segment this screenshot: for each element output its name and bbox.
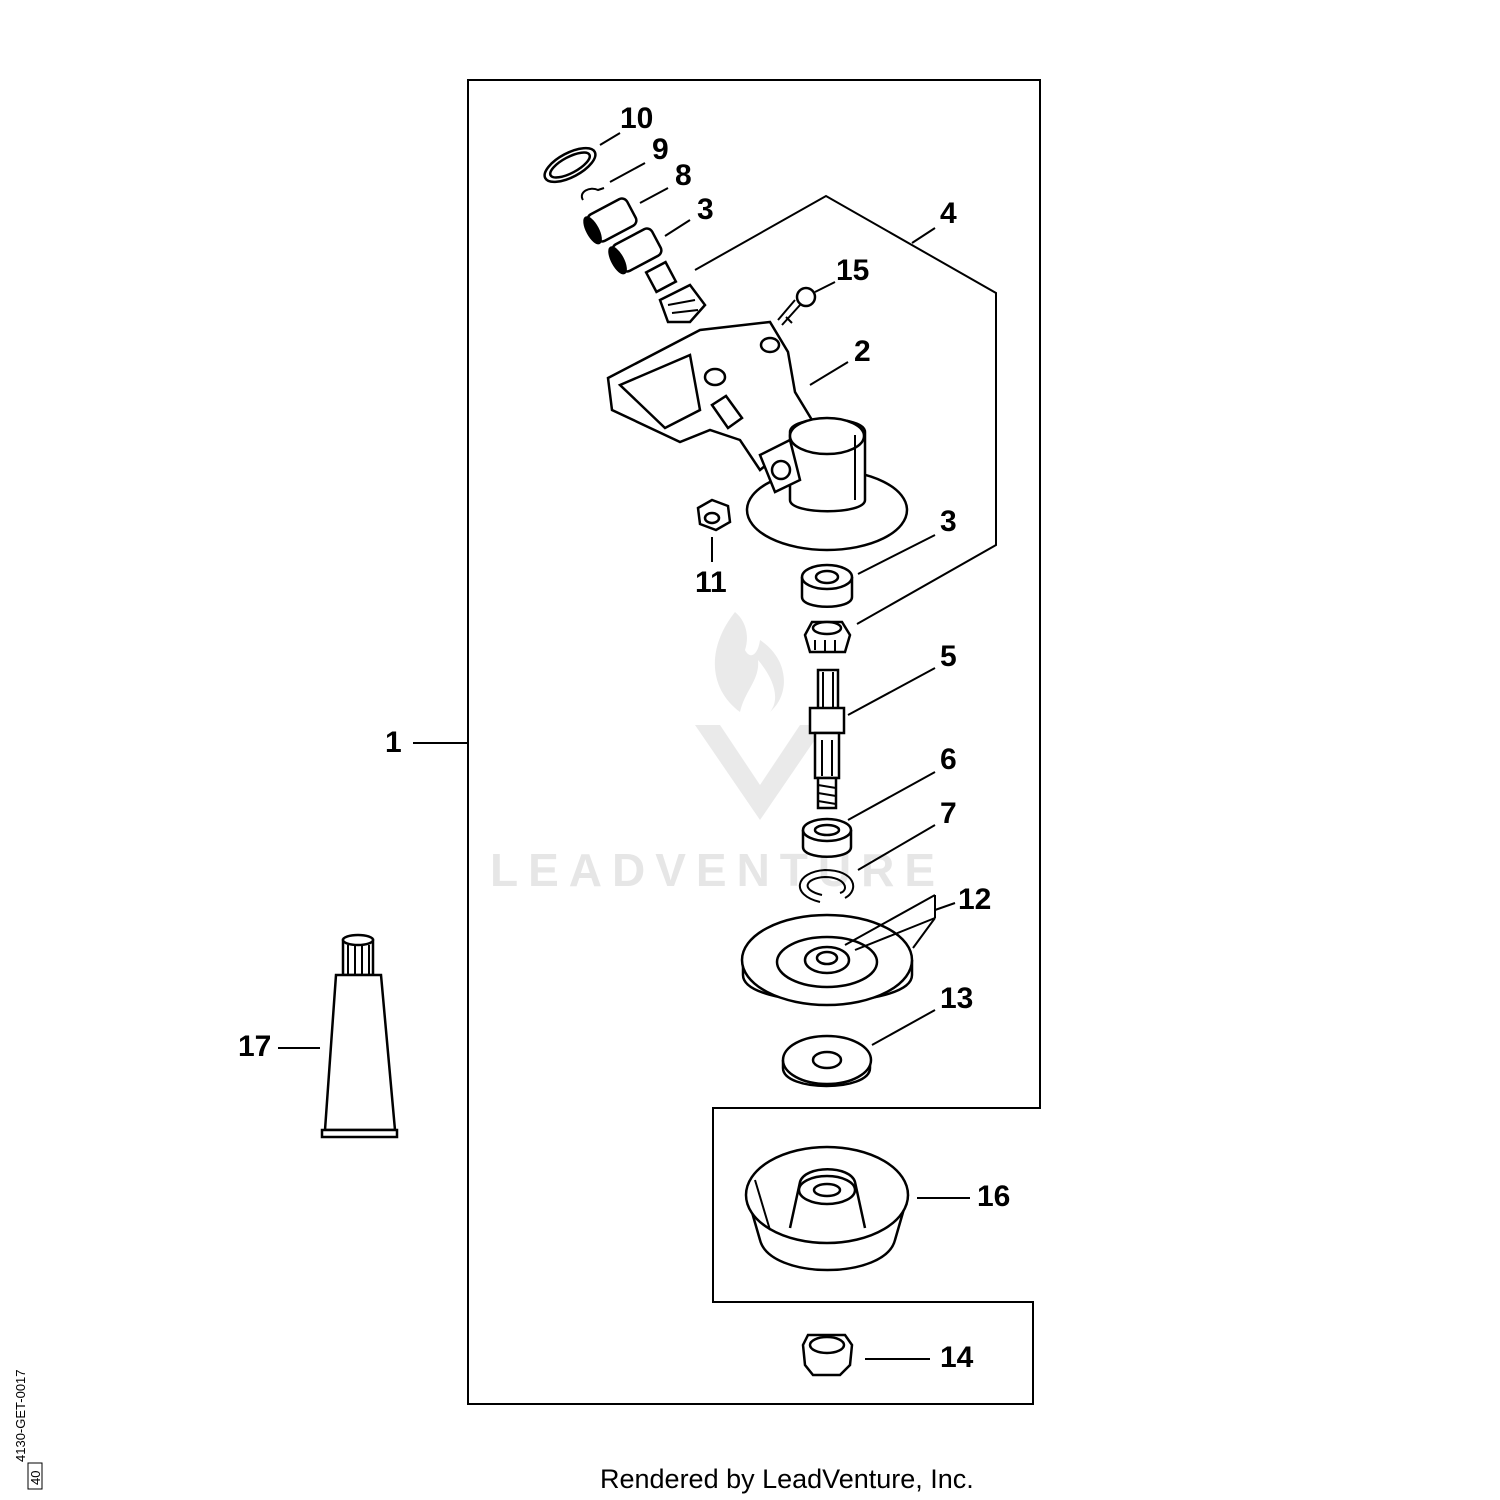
retaining-ring-top bbox=[543, 146, 597, 184]
callout-7: 7 bbox=[940, 797, 957, 830]
grease-tube bbox=[320, 933, 399, 1139]
callout-6: 6 bbox=[940, 743, 957, 776]
callout-13: 13 bbox=[940, 982, 973, 1015]
callout-11: 11 bbox=[695, 566, 727, 599]
watermark-logo bbox=[695, 612, 825, 820]
callout-14: 14 bbox=[940, 1341, 974, 1374]
screw bbox=[777, 286, 817, 326]
retaining-ring-bottom bbox=[799, 868, 855, 903]
bearing-lower bbox=[800, 563, 854, 608]
callout-15: 15 bbox=[836, 254, 869, 287]
drawing-code-box bbox=[27, 1462, 43, 1490]
gear-housing bbox=[606, 320, 909, 552]
bearing-top-2 bbox=[608, 227, 663, 275]
drawing-code-box-text: 40 bbox=[28, 1471, 43, 1485]
callout-3-top: 3 bbox=[697, 193, 714, 226]
bevel-gear bbox=[803, 620, 852, 654]
spindle-shaft bbox=[808, 668, 846, 810]
callout-4: 4 bbox=[940, 197, 957, 230]
bracket-item-4 bbox=[694, 194, 997, 625]
footer-credit: Rendered by LeadVenture, Inc. bbox=[600, 1464, 974, 1494]
guard-cup bbox=[744, 1145, 910, 1272]
drawing-code: 4130-GET-0017 bbox=[13, 1369, 28, 1462]
callout-3-lower: 3 bbox=[940, 505, 957, 538]
bearing-bottom bbox=[801, 817, 853, 858]
callout-5: 5 bbox=[940, 640, 957, 673]
bearing-top-1 bbox=[583, 197, 638, 245]
callout-17: 17 bbox=[238, 1030, 271, 1063]
clip bbox=[580, 187, 605, 201]
callout-2: 2 bbox=[854, 335, 871, 368]
thrust-plate bbox=[740, 913, 914, 1007]
callout-8: 8 bbox=[675, 159, 692, 192]
assembly-bracket bbox=[467, 79, 1041, 1405]
callout-12: 12 bbox=[958, 883, 991, 916]
nut bbox=[801, 1333, 854, 1377]
callout-1: 1 bbox=[385, 726, 402, 759]
watermark-text: LEADVENTURE bbox=[490, 844, 945, 896]
callout-10: 10 bbox=[620, 102, 653, 135]
plug bbox=[696, 498, 732, 532]
washer bbox=[781, 1034, 873, 1088]
callout-9: 9 bbox=[652, 133, 669, 166]
bevel-pinion bbox=[644, 260, 707, 324]
leader-lines bbox=[278, 132, 970, 1360]
callout-16: 16 bbox=[977, 1180, 1010, 1213]
